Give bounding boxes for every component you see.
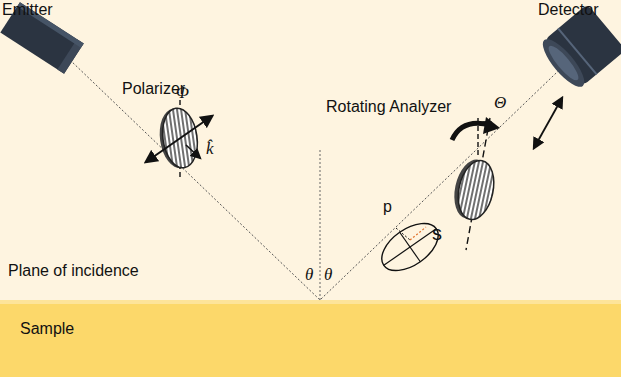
- wave-vector-symbol: k̂: [206, 140, 214, 159]
- analyzer-disc: [449, 156, 499, 223]
- emitter-label: Emitter: [2, 1, 53, 19]
- reflection-angle: θ: [324, 266, 332, 285]
- phi-angle: Φ: [176, 84, 189, 103]
- sample-band: Sample: [0, 300, 621, 377]
- detector-label: Detector: [538, 1, 598, 19]
- polarizer-label: Polarizer: [122, 80, 185, 98]
- polarization-ellipse: [373, 214, 446, 280]
- incidence-plane-band: Plane of incidence: [0, 0, 621, 300]
- s-axis-label: s: [432, 222, 442, 244]
- theta-analyzer-angle: Θ: [494, 94, 506, 113]
- p-axis-label: p: [383, 198, 392, 216]
- analyzer-label: Rotating Analyzer: [326, 98, 451, 116]
- band-label: Plane of incidence: [8, 262, 139, 280]
- incidence-angle: θ: [305, 266, 313, 285]
- band-label: Sample: [20, 320, 74, 338]
